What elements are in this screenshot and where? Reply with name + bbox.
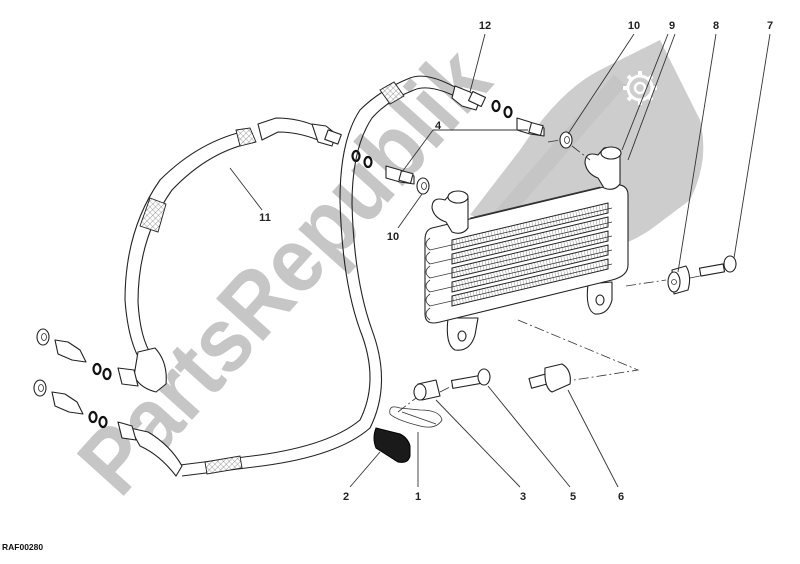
oil-cooler-radiator (424, 146, 629, 351)
callout-8: 8 (712, 20, 720, 32)
washer-10-lower (416, 177, 430, 195)
leader-lines (229, 33, 771, 488)
left-fittings (33, 328, 87, 415)
hose-12 (117, 75, 487, 477)
callout-3: 3 (519, 491, 527, 503)
callout-9: 9 (668, 20, 676, 32)
fitting-4-lower (385, 165, 415, 185)
part-8-washer (667, 265, 691, 295)
callout-12: 12 (478, 20, 492, 32)
callout-7: 7 (766, 20, 774, 32)
callout-2: 2 (342, 491, 350, 503)
callout-4: 4 (434, 120, 442, 132)
part-7-bolt (698, 255, 737, 277)
callout-10-upper: 10 (627, 20, 641, 32)
callout-1: 1 (414, 491, 422, 503)
part-5-bolt (450, 368, 491, 389)
fitting-4-upper (516, 117, 545, 137)
callout-5: 5 (569, 491, 577, 503)
callout-6: 6 (617, 491, 625, 503)
washer-10-upper (559, 131, 573, 149)
callout-10-lower: 10 (386, 231, 400, 243)
part-2-rubber-grommet (373, 427, 411, 463)
hose-11 (117, 117, 342, 393)
part-1-clip (389, 406, 443, 428)
part-6-bushing (528, 363, 571, 393)
callout-11: 11 (259, 212, 271, 224)
assembly-centerlines (397, 139, 701, 413)
cooler-outlet-elbow (584, 146, 622, 190)
cooler-inlet-elbow (431, 190, 469, 234)
drawing-code: RAF00280 (2, 542, 44, 552)
part-3-spacer (413, 379, 441, 401)
